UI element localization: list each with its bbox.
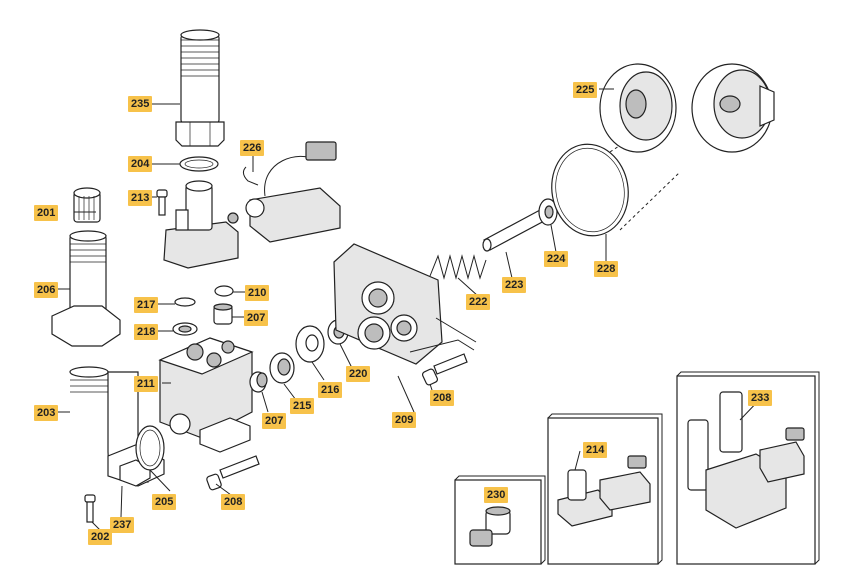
part-224-seal	[538, 198, 558, 226]
label-224[interactable]: 224	[544, 251, 569, 267]
label-211[interactable]: 211	[134, 376, 158, 392]
part-235-extension-tube	[175, 29, 225, 147]
inset-box-214	[547, 413, 663, 565]
label-204[interactable]: 204	[128, 156, 153, 172]
label-214[interactable]: 214	[583, 442, 608, 458]
part-217-o-ring	[174, 297, 196, 307]
label-209[interactable]: 209	[392, 412, 417, 428]
part-204-o-ring	[179, 156, 219, 172]
part-225-swash-plate	[599, 63, 677, 153]
part-206-inlet-connector	[51, 230, 121, 347]
label-237[interactable]: 237	[110, 517, 135, 533]
leader-lines-head	[409, 317, 477, 353]
label-216[interactable]: 216	[318, 382, 343, 398]
label-223[interactable]: 223	[502, 277, 527, 293]
part-210-o-ring	[214, 285, 234, 297]
inset-box-233	[676, 371, 820, 565]
part-222-spring	[429, 254, 487, 280]
label-226[interactable]: 226	[240, 140, 265, 156]
label-203[interactable]: 203	[34, 405, 59, 421]
part-211-pump-housing	[158, 337, 254, 453]
label-207[interactable]: 207	[244, 310, 269, 326]
pressure-switch	[245, 141, 341, 243]
label-225[interactable]: 225	[573, 82, 598, 98]
label-228[interactable]: 228	[594, 261, 619, 277]
part-207-fitting-mid	[249, 371, 268, 393]
part-202-screw	[84, 494, 96, 523]
label-215[interactable]: 215	[290, 398, 315, 414]
label-208-right[interactable]: 208	[430, 390, 455, 406]
label-202[interactable]: 202	[88, 529, 113, 545]
label-205[interactable]: 205	[152, 494, 177, 510]
part-209-cylinder-head	[333, 243, 443, 365]
label-208-bottom[interactable]: 208	[221, 494, 246, 510]
motor-flange	[691, 63, 775, 153]
label-230[interactable]: 230	[484, 487, 509, 503]
label-210[interactable]: 210	[245, 285, 270, 301]
part-208-screw-right	[421, 353, 468, 386]
label-220[interactable]: 220	[346, 366, 371, 382]
label-217[interactable]: 217	[134, 297, 159, 313]
label-206[interactable]: 206	[34, 282, 59, 298]
label-233[interactable]: 233	[748, 390, 773, 406]
part-213-screw	[156, 189, 168, 216]
part-207-fitting-top	[213, 303, 233, 325]
part-228-o-ring-large	[551, 143, 629, 237]
part-216-washer	[295, 325, 325, 363]
label-207-mid[interactable]: 207	[262, 413, 287, 429]
label-218[interactable]: 218	[134, 324, 159, 340]
part-223-piston	[482, 209, 547, 252]
label-213[interactable]: 213	[128, 190, 153, 206]
label-222[interactable]: 222	[466, 294, 491, 310]
valve-head-body	[163, 180, 239, 269]
part-226-clip	[242, 166, 259, 186]
label-235[interactable]: 235	[128, 96, 153, 112]
part-208-screw-bottom	[206, 455, 260, 491]
part-201-filter	[73, 187, 101, 223]
label-201[interactable]: 201	[34, 205, 59, 221]
part-215-seal	[269, 352, 295, 384]
